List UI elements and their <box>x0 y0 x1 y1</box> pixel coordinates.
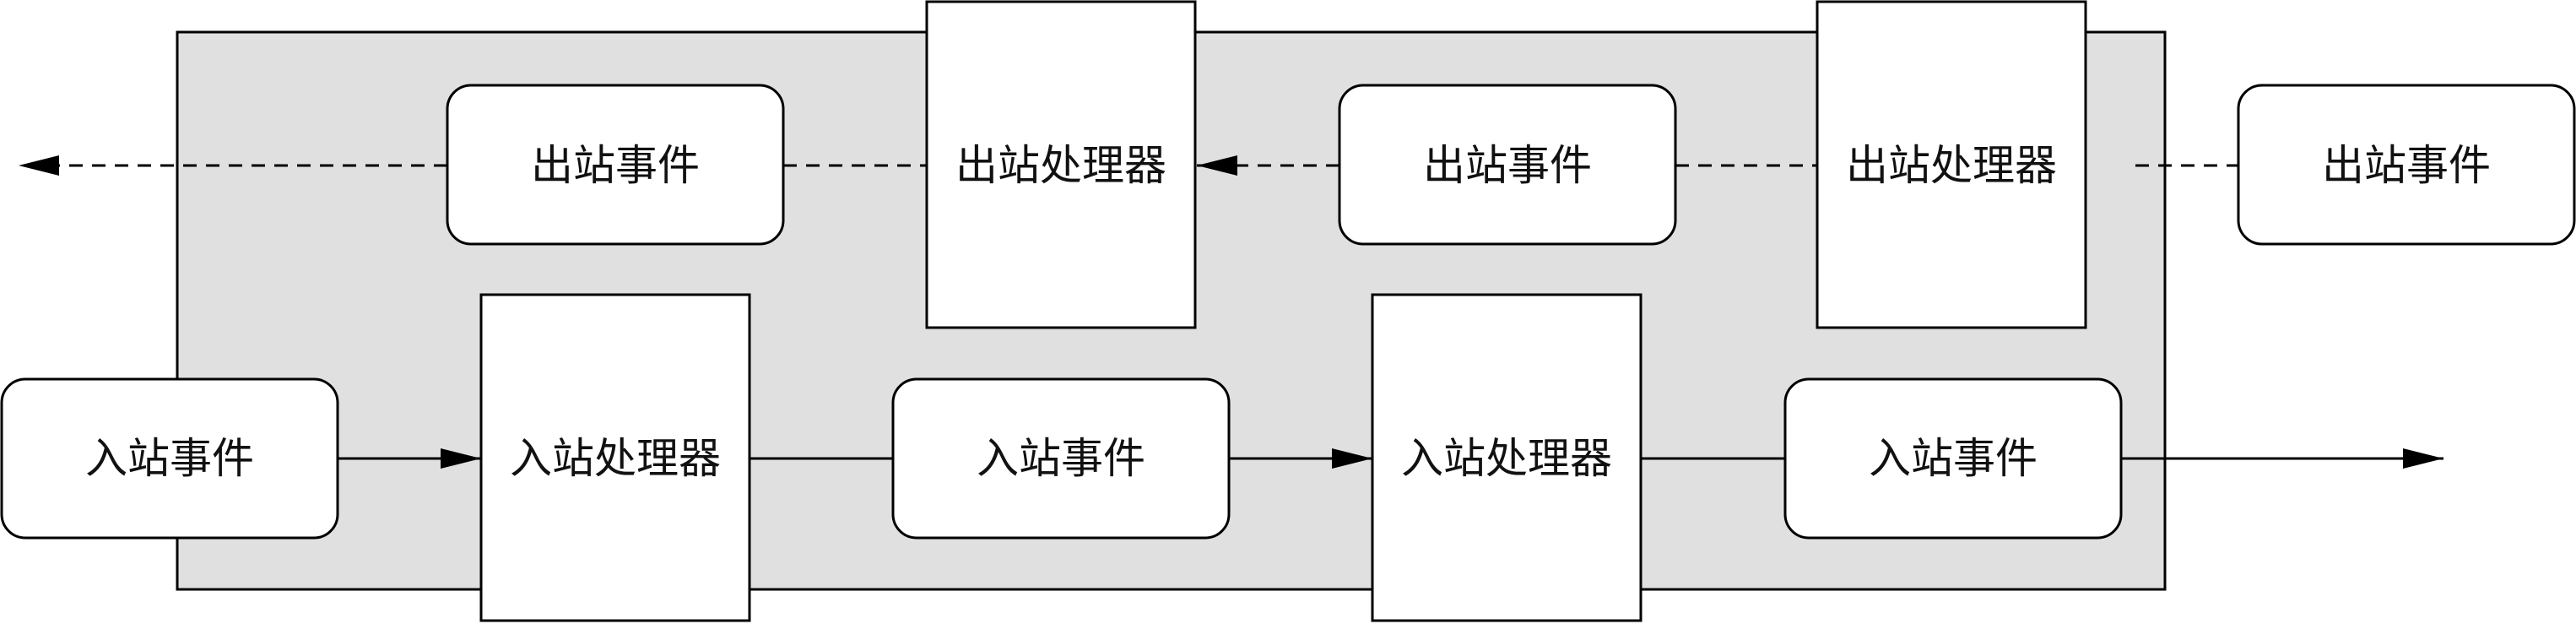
inbound-handler-2: 入站处理器 <box>1371 293 1642 622</box>
inbound-handler-1: 入站处理器 <box>479 293 751 622</box>
outbound-event-label: 出站事件 <box>1423 141 1592 190</box>
inbound-event-label: 入站事件 <box>85 434 254 483</box>
outbound-event-label: 出站事件 <box>531 141 700 190</box>
outbound-handler-label: 出站处理器 <box>955 141 1166 190</box>
outbound-event-2: 出站事件 <box>1338 84 1677 246</box>
outbound-event-1: 出站事件 <box>446 84 785 246</box>
outbound-handler-1: 出站处理器 <box>925 0 1197 329</box>
inbound-handler-label: 入站处理器 <box>510 434 721 483</box>
inbound-event-label: 入站事件 <box>977 434 1145 483</box>
inbound-event-label: 入站事件 <box>1869 434 2038 483</box>
inbound-event-1: 入站事件 <box>0 377 339 540</box>
outbound-handler-2: 出站处理器 <box>1816 0 2087 329</box>
outbound-handler-label: 出站处理器 <box>1846 141 2057 190</box>
outbound-event-label: 出站事件 <box>2322 141 2491 190</box>
inbound-handler-label: 入站处理器 <box>1401 434 1612 483</box>
outbound-event-3: 出站事件 <box>2237 84 2576 246</box>
inbound-event-2: 入站事件 <box>891 377 1231 540</box>
inbound-event-3: 入站事件 <box>1783 377 2123 540</box>
